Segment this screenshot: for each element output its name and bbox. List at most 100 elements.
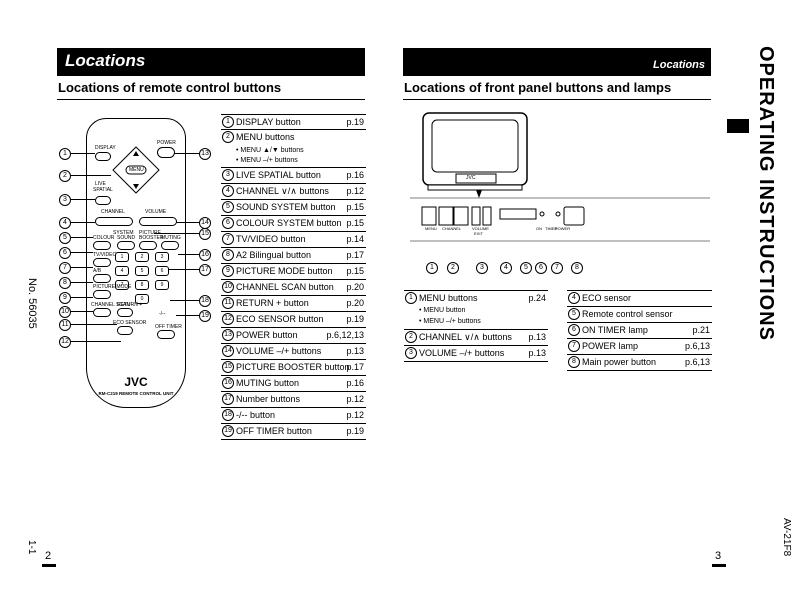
item-number: 8 xyxy=(568,356,580,368)
panel-callout-2: 2 xyxy=(447,262,459,274)
remote-label-tv-video: TV/VIDEO xyxy=(93,252,117,258)
leader-15 xyxy=(154,233,199,234)
item-number: 7 xyxy=(222,233,234,245)
left-banner: Locations xyxy=(57,48,365,76)
item-page: p.12 xyxy=(346,394,364,404)
right-banner: Locations xyxy=(403,48,711,76)
item-number: 1 xyxy=(222,116,234,128)
item-sub: • MENU ▲/▼ buttons xyxy=(236,147,304,154)
remote-live-spatial-button xyxy=(95,196,111,205)
remote-num-0: 0 xyxy=(135,294,149,304)
remote-picture-mode-button xyxy=(93,290,111,299)
item-page: p.13 xyxy=(346,346,364,356)
left-page-rule xyxy=(42,564,56,567)
right-subheading-rule xyxy=(403,99,711,100)
item-number: 9 xyxy=(222,265,234,277)
remote-label-eco: ECO SENSOR xyxy=(113,320,147,326)
panel-label-power: POWER xyxy=(555,226,571,231)
remote-menu-dpad xyxy=(112,146,160,194)
panel-label-timer: TIMER xyxy=(545,226,558,231)
remote-colour-button xyxy=(93,241,111,250)
tv-illustration xyxy=(422,112,528,198)
remote-label-volume: VOLUME xyxy=(145,209,167,215)
item-number: 6 xyxy=(568,324,580,336)
item-number: 5 xyxy=(222,201,234,213)
remote-power-button xyxy=(157,147,175,158)
item-page: p.6,13 xyxy=(684,341,710,351)
remote-volume-rocker xyxy=(139,217,177,226)
item-label: CHANNEL SCAN button xyxy=(236,282,334,292)
section-number: 1-1 xyxy=(26,540,37,555)
remote-num-6: 6 xyxy=(155,266,169,276)
remote-callout-12: 12 xyxy=(59,336,71,348)
item-label: CHANNEL ∨/∧ buttons xyxy=(419,332,512,342)
leader-7 xyxy=(71,267,93,268)
remote-brand-logo: JVC xyxy=(124,375,148,389)
item-label: CHANNEL ∨/∧ buttons xyxy=(236,186,329,196)
remote-callout-11: 11 xyxy=(59,319,71,331)
item-number: 12 xyxy=(222,313,234,325)
item-label: ECO sensor xyxy=(582,293,632,303)
remote-callout-8: 8 xyxy=(59,277,71,289)
item-page: p.19 xyxy=(346,314,364,324)
item-label: VOLUME –/+ buttons xyxy=(419,348,505,358)
leader-19 xyxy=(176,315,199,316)
remote-label-picture: PICTURE xyxy=(139,230,161,236)
remote-callout-4: 4 xyxy=(59,217,71,229)
leader-9 xyxy=(71,297,93,298)
item-label: A2 Bilingual button xyxy=(236,250,312,260)
item-label: -/-- button xyxy=(236,410,276,420)
leader-16 xyxy=(178,254,199,255)
item-page: p.20 xyxy=(346,298,364,308)
leader-5 xyxy=(71,237,93,238)
right-banner-title: Locations xyxy=(653,59,705,71)
remote-callout-10: 10 xyxy=(59,306,71,318)
remote-display-button xyxy=(95,152,111,161)
remote-muting-button xyxy=(161,241,179,250)
leader-18 xyxy=(170,300,199,301)
item-page: p.16 xyxy=(346,170,364,180)
panel-label-on: ON xyxy=(536,226,542,231)
item-sub: • MENU –/+ buttons xyxy=(236,157,298,164)
remote-num-9: 9 xyxy=(155,280,169,290)
item-page: p.20 xyxy=(346,282,364,292)
remote-label-colour: COLOUR xyxy=(93,235,115,241)
remote-num-2: 2 xyxy=(135,252,149,262)
remote-label-channel-scan: CHANNEL SCAN xyxy=(91,302,130,308)
remote-callout-19: 19 xyxy=(199,310,211,322)
item-label: SOUND SYSTEM button xyxy=(236,202,336,212)
remote-num-7: 7 xyxy=(115,280,129,290)
remote-callout-9: 9 xyxy=(59,292,71,304)
remote-off-timer-button xyxy=(157,330,175,339)
item-label: POWER lamp xyxy=(582,341,639,351)
leader-8 xyxy=(71,282,93,283)
panel-callout-3: 3 xyxy=(476,262,488,274)
remote-callout-7: 7 xyxy=(59,262,71,274)
item-number: 10 xyxy=(222,281,234,293)
left-subheading-rule xyxy=(57,99,365,100)
right-page-number: 3 xyxy=(715,550,722,562)
item-number: 7 xyxy=(568,340,580,352)
remote-callout-15: 15 xyxy=(199,228,211,240)
item-page: p.6,12,13 xyxy=(326,330,364,340)
item-number: 2 xyxy=(222,131,234,143)
panel-label-volume: VOLUME xyxy=(472,226,489,231)
remote-label-a2: A/B xyxy=(93,268,102,274)
panel-callout-6: 6 xyxy=(535,262,547,274)
leader-11 xyxy=(71,324,117,325)
front-panel-illustration xyxy=(410,197,710,242)
remote-callout-1: 1 xyxy=(59,148,71,160)
doc-number: No. 56035 xyxy=(26,278,38,329)
item-page: p.24 xyxy=(528,293,546,303)
remote-label-spatial: SPATIAL xyxy=(93,187,113,193)
remote-label-display: DISPLAY xyxy=(95,145,116,151)
item-label: PICTURE MODE button xyxy=(236,266,333,276)
remote-label-dashes: -/-- xyxy=(159,311,166,317)
